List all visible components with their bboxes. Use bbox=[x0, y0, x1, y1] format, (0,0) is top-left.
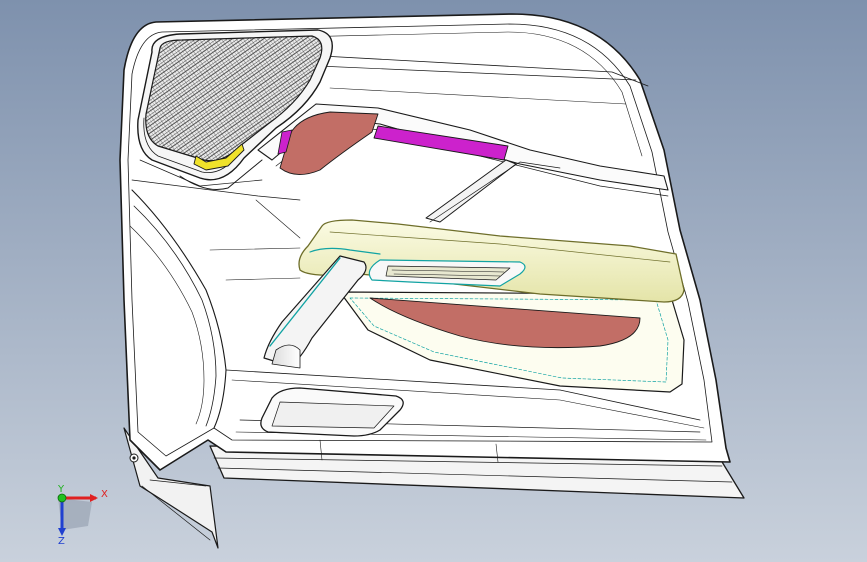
lower-line-2 bbox=[231, 379, 705, 429]
triad-x-label: X bbox=[101, 489, 108, 500]
lower-pocket-surface bbox=[369, 297, 641, 349]
triad-z-label: Z bbox=[58, 536, 65, 547]
left-bracket-lines bbox=[141, 479, 211, 541]
lower-line-1 bbox=[225, 369, 701, 421]
mounting-hole-inner bbox=[132, 456, 136, 460]
vertical-line-1 bbox=[319, 439, 323, 461]
upper-pocket-surface bbox=[279, 111, 379, 175]
left-bracket bbox=[123, 427, 219, 549]
grab-strap-shadow bbox=[271, 344, 301, 369]
pull-handle-inner bbox=[385, 265, 511, 281]
left-sweep-5 bbox=[139, 159, 263, 187]
bottom-flange-lines bbox=[213, 457, 733, 483]
grab-strap-highlight bbox=[269, 257, 341, 347]
left-sweep-3 bbox=[129, 225, 205, 425]
armrest-top-line bbox=[329, 231, 671, 263]
insert-strip bbox=[373, 125, 509, 161]
armrest-pocket-frame-inner bbox=[349, 297, 669, 383]
left-sweep-2 bbox=[133, 205, 217, 427]
triad-x-arrowhead bbox=[90, 494, 98, 502]
armrest-highlight bbox=[309, 247, 381, 255]
panel-inner-offset bbox=[127, 23, 713, 457]
coordinate-triad: X Y Z bbox=[57, 484, 108, 547]
triad-y-label: Y bbox=[57, 484, 65, 495]
upper-diagonal-trim bbox=[425, 159, 517, 223]
panel-inner-offset-2 bbox=[167, 31, 643, 157]
left-sweep-1 bbox=[131, 189, 227, 429]
triad-shadow bbox=[58, 498, 92, 530]
mid-line-1 bbox=[209, 247, 301, 251]
upper-diagonal-trim-line bbox=[429, 161, 561, 223]
mid-line-3 bbox=[255, 199, 301, 239]
speaker-grille bbox=[145, 35, 323, 162]
mid-line-2 bbox=[225, 277, 301, 281]
insert-strip-small bbox=[277, 129, 293, 155]
pull-handle-ribs bbox=[391, 269, 505, 277]
lower-recess-inner bbox=[271, 401, 395, 429]
triad-z-arrowhead bbox=[58, 528, 66, 536]
upper-feature-line-3 bbox=[329, 87, 627, 105]
triad-origin bbox=[57, 493, 67, 503]
upper-feature-line-1 bbox=[321, 55, 649, 87]
vertical-line-2 bbox=[495, 443, 499, 463]
speaker-yellow-trim bbox=[193, 143, 245, 171]
door-trim-panel-model[interactable] bbox=[119, 13, 745, 549]
left-sweep-4 bbox=[131, 179, 301, 201]
upper-feature-line-2 bbox=[317, 65, 637, 81]
